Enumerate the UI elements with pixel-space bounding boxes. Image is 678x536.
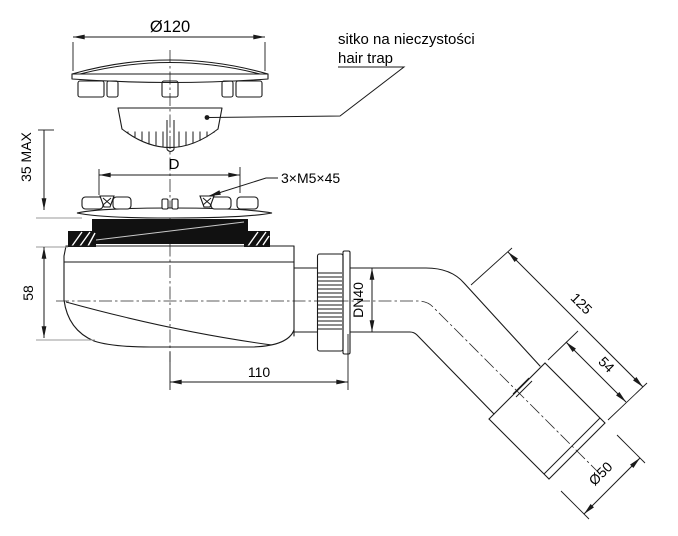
dim-outlet-nominal-text: DN40 <box>350 282 366 318</box>
dim-outlet-length: 110 <box>169 334 349 390</box>
dim-socket-diameter-text: Ø50 <box>585 458 615 488</box>
dim-cap-diameter-text: Ø120 <box>150 18 190 36</box>
dim-pipe-length: 125 <box>470 247 648 421</box>
flange-screws <box>99 195 215 208</box>
trap-body <box>63 245 318 348</box>
cap-legs <box>77 80 263 98</box>
dim-body-height-text: 58 <box>20 285 36 301</box>
part-name-polish: sitko na nieczystości <box>338 31 475 48</box>
dim-outlet-length-text: 110 <box>248 364 271 380</box>
outlet-pipe <box>349 267 541 415</box>
socket-seam <box>512 377 533 398</box>
label-screw-spec: 3×M5×45 <box>208 170 340 197</box>
dim-pipe-length-text: 125 <box>568 290 596 318</box>
cap-dome <box>71 59 269 98</box>
dim-body-height: 58 <box>20 246 95 341</box>
flange-assembly <box>76 195 273 219</box>
leader-line <box>208 66 406 118</box>
part-name-label: sitko na nieczystości hair trap <box>204 31 475 120</box>
dim-max-height: 35 MAX <box>18 129 82 219</box>
centerlines <box>56 50 601 475</box>
tray-section-right <box>244 231 270 247</box>
compression-nut <box>316 250 351 355</box>
screw-spec-text: 3×M5×45 <box>281 170 340 186</box>
dim-flange-diameter: D <box>98 156 241 195</box>
dim-socket-length: 54 <box>547 330 627 403</box>
nut-rim <box>342 250 351 355</box>
dim-cap-diameter: Ø120 <box>72 18 266 71</box>
leader-dot <box>204 115 210 120</box>
hair-trap-basket <box>117 107 223 152</box>
dim-max-height-text: 35 MAX <box>18 131 34 181</box>
rubber-gasket <box>92 219 248 244</box>
part-name-english: hair trap <box>338 50 393 67</box>
dim-outlet-nominal: DN40 <box>350 267 375 333</box>
dim-flange-diameter-text: D <box>169 156 180 173</box>
dim-socket-length-text: 54 <box>595 353 617 375</box>
tray-section-left <box>68 231 96 247</box>
